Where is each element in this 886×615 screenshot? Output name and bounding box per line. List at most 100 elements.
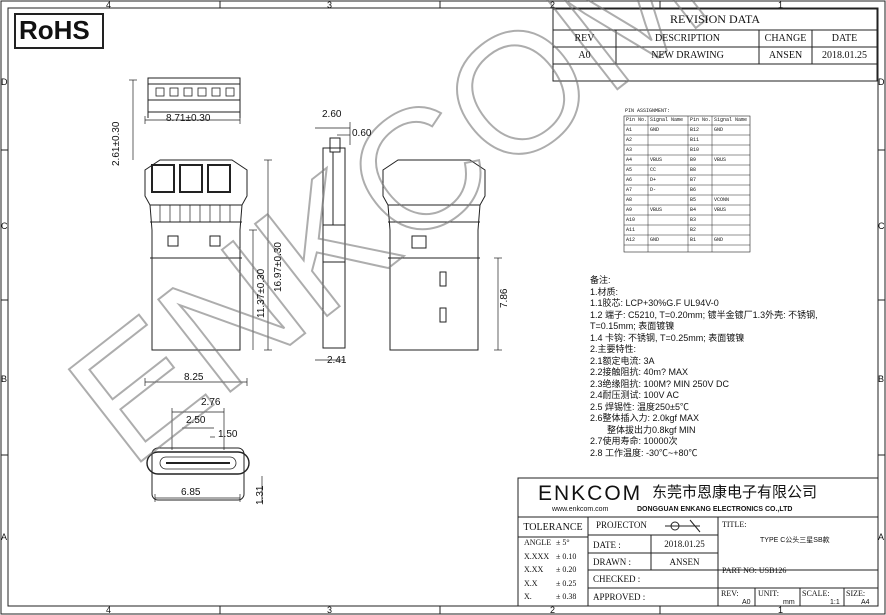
tolerance-value: ± 0.25	[556, 578, 577, 588]
note-line: 备注:	[590, 275, 611, 285]
pin-table-cell: B4	[690, 207, 697, 213]
rohs-mark: RoHS	[19, 15, 90, 45]
projection-label: PROJECTON	[596, 520, 647, 530]
approved-label: APPROVED :	[593, 592, 646, 602]
pin-table-cell: B5	[690, 197, 697, 203]
zone-bottom-4: 4	[106, 605, 112, 615]
dim-end-150: 1.50	[218, 429, 238, 440]
pin-assignment-title: PIN ASSIGNMENT:	[625, 108, 671, 114]
title-value: TYPE C公头三星SB款	[760, 537, 830, 544]
pin-table-cell: B8	[690, 167, 697, 173]
checked-label: CHECKED :	[593, 574, 641, 584]
note-line: 1.1胶芯: LCP+30%G.F UL94V-0	[590, 298, 719, 308]
tolerance-key: X.	[524, 592, 532, 601]
inner-border	[7, 7, 879, 607]
pin-table-cell: B1	[690, 237, 697, 243]
zone-right-b: B	[878, 374, 885, 384]
pin-table-cell: B6	[690, 187, 697, 193]
pin-table-cell: GND	[714, 127, 724, 133]
note-line: 2.7使用寿命: 10000次	[590, 436, 678, 446]
dim-back-786: 7.86	[499, 288, 510, 308]
pin-table-cell: VBUS	[650, 157, 663, 163]
note-line: 2.6整体插入力: 2.0kgf MAX	[590, 413, 700, 423]
dim-side-260: 2.60	[322, 109, 342, 120]
pin-table-cell: A7	[626, 187, 633, 193]
zone-left-a: A	[1, 532, 8, 542]
tolerance-value: ± 0.10	[556, 551, 577, 561]
pin-table-cell: B11	[690, 137, 700, 143]
tolerance-value: ± 0.20	[556, 565, 577, 574]
scale-label: SCALE:	[802, 589, 830, 598]
unit-value: mm	[783, 599, 795, 606]
note-line: 整体拔出力0.8kgf MIN	[607, 424, 696, 435]
pin-table-cell: D+	[650, 177, 657, 183]
note-line: 2.2接触阻抗: 40m? MAX	[590, 367, 689, 377]
pin-table-cell: B12	[690, 127, 700, 133]
unit-label: UNIT:	[758, 589, 779, 598]
dim-end-250: 2.50	[186, 415, 206, 426]
note-line: T=0.15mm; 表面镀镍	[590, 321, 675, 331]
zone-top-2: 2	[550, 0, 556, 10]
revision-date: 2018.01.25	[822, 50, 867, 61]
pin-table-cell: A11	[626, 227, 636, 233]
date-label: DATE :	[593, 540, 621, 550]
note-line: 1.材质:	[590, 286, 619, 297]
size-label: SIZE:	[846, 589, 866, 598]
tolerance-value: ± 5°	[556, 538, 570, 547]
revision-description: NEW DRAWING	[651, 50, 724, 61]
company-name-en: DONGGUAN ENKANG ELECTRONICS CO.,LTD	[637, 506, 793, 513]
pin-table-cell: GND	[714, 237, 724, 243]
zone-top-1: 1	[778, 0, 784, 10]
company-logo-text: ENKCOM	[538, 482, 643, 505]
pin-table-cell: A10	[626, 217, 636, 223]
pin-table-cell: VBUS	[714, 157, 727, 163]
part-no-label: PART NO: USB126	[722, 566, 787, 575]
company-url: www.enkcom.com	[552, 506, 609, 513]
pin-table-cell: GND	[650, 127, 660, 133]
pin-table-cell: A1	[626, 127, 633, 133]
company-name-cn: 东莞市恩康电子有限公司	[652, 484, 818, 501]
zone-right-c: C	[878, 221, 885, 231]
zone-top-4: 4	[106, 0, 112, 10]
revision-rev: A0	[578, 50, 591, 61]
pin-table-cell: A5	[626, 167, 633, 173]
dim-plug-length: 11.37±0.30	[256, 268, 267, 318]
dim-side-241: 2.41	[327, 355, 347, 366]
note-line: 2.主要特性:	[590, 344, 637, 354]
note-line: 1.4 卡钩: 不锈钢, T=0.25mm; 表面镀镍	[590, 332, 745, 343]
zone-right-d: D	[878, 77, 885, 87]
pin-table-header: Signal Name	[714, 117, 748, 123]
note-line: 2.3绝缘阻抗: 100M? MIN 250V DC	[590, 378, 730, 389]
date-value: 2018.01.25	[664, 539, 705, 549]
zone-bottom-1: 1	[778, 605, 784, 615]
pin-table-cell: B10	[690, 147, 700, 153]
tolerance-title: TOLERANCE	[523, 521, 583, 533]
tolerance-value: ± 0.38	[556, 592, 577, 601]
zone-bottom-3: 3	[327, 605, 333, 615]
size-value: A4	[861, 599, 870, 606]
rev-label: REV:	[721, 589, 739, 598]
note-line: 2.5 焊锡性: 温度250±5℃	[590, 401, 689, 412]
dim-body-width: 8.25	[184, 372, 204, 383]
dim-height-pcb: 2.61±0.30	[111, 121, 122, 166]
tolerance-key: X.XX	[524, 565, 544, 574]
pin-table-cell: VCONN	[714, 197, 730, 203]
pin-table-cell: A3	[626, 147, 633, 153]
pin-table-cell: A12	[626, 237, 636, 243]
revision-header-date: DATE	[831, 33, 858, 44]
scale-value: 1:1	[830, 599, 840, 606]
zone-left-d: D	[1, 77, 8, 87]
note-line: 2.4耐压测试: 100V AC	[590, 390, 680, 400]
rev-value: A0	[742, 599, 751, 606]
pin-table-header: Signal Name	[650, 117, 684, 123]
revision-header-description: DESCRIPTION	[654, 33, 720, 44]
pin-table-cell: A9	[626, 207, 633, 213]
revision-title: REVISION DATA	[669, 12, 761, 26]
pin-table-cell: VBUS	[650, 207, 663, 213]
pin-table-header: Pin No.	[626, 117, 648, 123]
pin-table-cell: A6	[626, 177, 633, 183]
dim-end-276: 2.76	[201, 397, 221, 408]
